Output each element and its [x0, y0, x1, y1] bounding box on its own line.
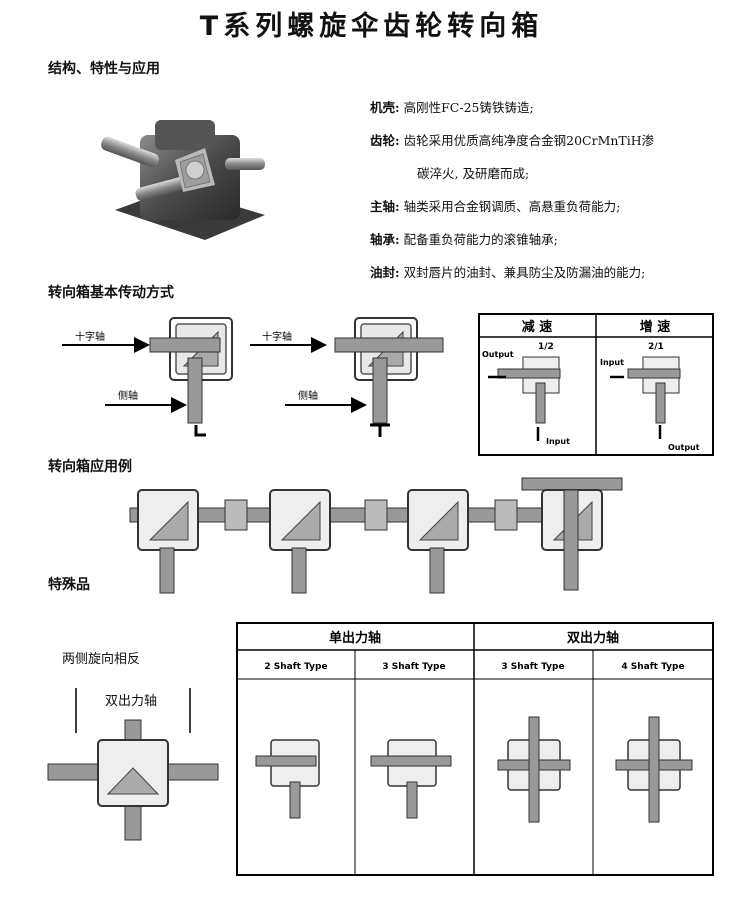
cross-shaft-label: 十字轴 [262, 330, 292, 343]
increase-header: 增 速 [640, 319, 671, 335]
section-structure-heading: 结构、特性与应用 [48, 61, 160, 77]
spec-item-shaft: 主轴:轴类采用合金钢调质、高悬重负荷能力; [370, 199, 621, 214]
type-label: 3 Shaft Type [382, 662, 445, 672]
opposite-rotation-label: 两侧旋向相反 [62, 652, 141, 667]
type-4shaft-drawing [615, 716, 693, 823]
spec-item-housing: 机壳:高刚性FC-25铸铁铸造; [370, 100, 534, 115]
spec-item-gear-cont: 碳淬火, 及研磨而成; [417, 166, 530, 181]
side-shaft-label: 侧轴 [298, 389, 318, 402]
spec-item-gear: 齿轮:齿轮采用优质高纯净度合金钢20CrMnTiH渗 [370, 133, 655, 148]
coupling [364, 499, 388, 531]
gearbox-unit [541, 489, 603, 591]
special-cross-diagram [47, 688, 219, 841]
drive-mode-diagrams: 十字轴 侧轴 十字轴 侧轴 [62, 317, 444, 437]
type-2shaft-drawing [255, 739, 320, 819]
spec-item-bearing: 轴承:配备重负荷能力的滚锥轴承; [370, 232, 558, 247]
output-label: Output [482, 350, 514, 359]
gearbox-unit [137, 489, 199, 594]
gearbox-unit [407, 489, 469, 594]
type-3shaft-drawing [370, 739, 452, 819]
increase-ratio: 2/1 [648, 342, 664, 352]
double-output-header: 双出力轴 [567, 630, 619, 646]
reduce-header: 减 速 [522, 319, 553, 335]
special-type-table: 单出力轴 双出力轴 2 Shaft Type 3 Shaft Type 3 Sh… [236, 622, 714, 876]
gearbox-photo [101, 120, 265, 240]
application-diagram [129, 477, 623, 594]
single-output-header: 单出力轴 [329, 630, 381, 646]
coupling [224, 499, 248, 531]
type-3shaft-double-drawing [497, 716, 571, 823]
input-label: Input [600, 358, 624, 367]
section-application-heading: 转向箱应用例 [48, 459, 132, 475]
type-label: 4 Shaft Type [621, 662, 684, 672]
output-label: Output [668, 443, 700, 452]
page-title: T系列螺旋伞齿轮转向箱 [199, 11, 544, 42]
input-label: Input [546, 437, 570, 446]
coupling [494, 499, 518, 531]
spec-item-oilseal: 油封:双封唇片的油封、兼具防尘及防漏油的能力; [370, 265, 646, 280]
ratio-table: 减 速 增 速 1/2 2/1 Output Input Input Outpu… [478, 313, 714, 456]
side-shaft-label: 侧轴 [118, 389, 138, 402]
reduce-ratio: 1/2 [538, 342, 554, 352]
dual-output-label: 双出力轴 [105, 694, 158, 709]
gearbox-unit [269, 489, 331, 594]
cross-shaft-label: 十字轴 [75, 330, 105, 343]
section-drive-heading: 转向箱基本传动方式 [48, 285, 174, 301]
type-label: 2 Shaft Type [264, 662, 327, 672]
section-special-heading: 特殊品 [48, 577, 90, 593]
type-label: 3 Shaft Type [501, 662, 564, 672]
